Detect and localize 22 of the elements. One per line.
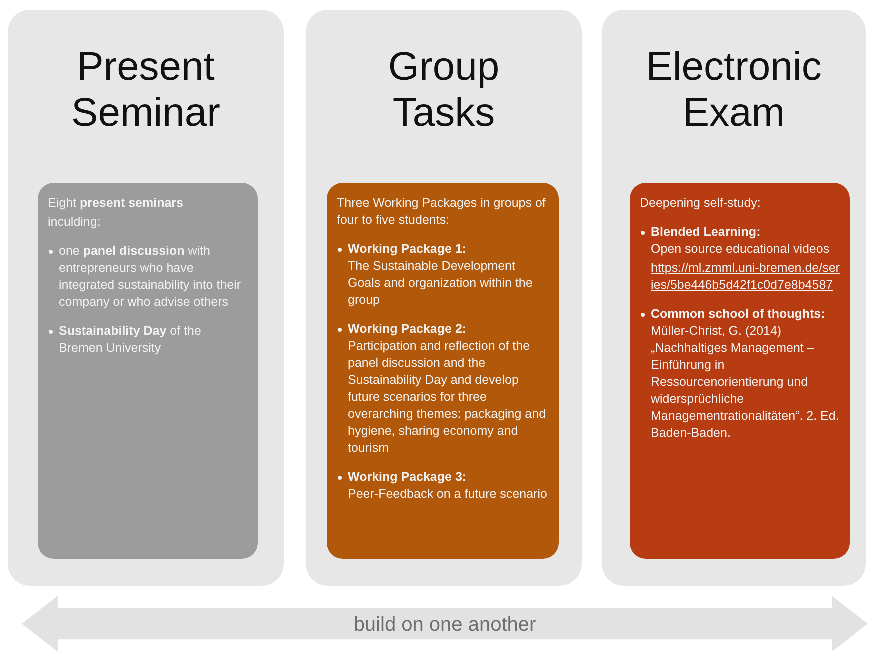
bullet-item: Sustainability Day of the Bremen University xyxy=(59,323,202,357)
url-link: https://ml.zmml.uni-bremen.de/series/5be446b5d42f1c0d7e8b4587 xyxy=(650,260,840,294)
bullet-item: Working Package 2: Participation and reflection of the panel discussion and the Sustainability Day and develop future scenarios for three overarching themes: packaging and hygiene, sharing economy and tourism xyxy=(348,321,548,457)
content-card xyxy=(327,183,559,559)
bullet-item: one panel discussion with entrepreneurs who have integrated sustainability into their company or who advise others xyxy=(59,243,242,311)
column-heading: Group Tasks xyxy=(387,44,501,136)
column-panel xyxy=(306,10,582,586)
column-panel xyxy=(8,10,284,586)
content-card xyxy=(38,183,258,559)
bullet-item: Working Package 3: Peer-Feedback on a future scenario xyxy=(348,469,548,503)
intro-text: Three Working Packages in groups of four to five students: xyxy=(337,195,547,229)
column-heading: Present Seminar xyxy=(70,44,222,136)
intro-text: Eight present seminars xyxy=(48,195,184,212)
double-arrow-band xyxy=(22,596,868,652)
column-panel xyxy=(602,10,866,586)
content-card xyxy=(630,183,850,559)
intro-text: inculding: xyxy=(48,214,102,231)
arrow-label: build on one another xyxy=(352,613,538,637)
bullet-item: Working Package 1: The Sustainable Development Goals and organization within the group xyxy=(348,241,534,309)
bullet-item: Common school of thoughts: Müller-Christ, G. (2014) „Nachhaltiges Management –Einführung in Ressourcenorientierung und widersprüchliche Managementrationalitäten“. 2. Ed. Baden-Baden. xyxy=(651,306,840,442)
intro-text: Deepening self-study: xyxy=(640,195,762,212)
column-heading: Electronic Exam xyxy=(645,44,823,136)
